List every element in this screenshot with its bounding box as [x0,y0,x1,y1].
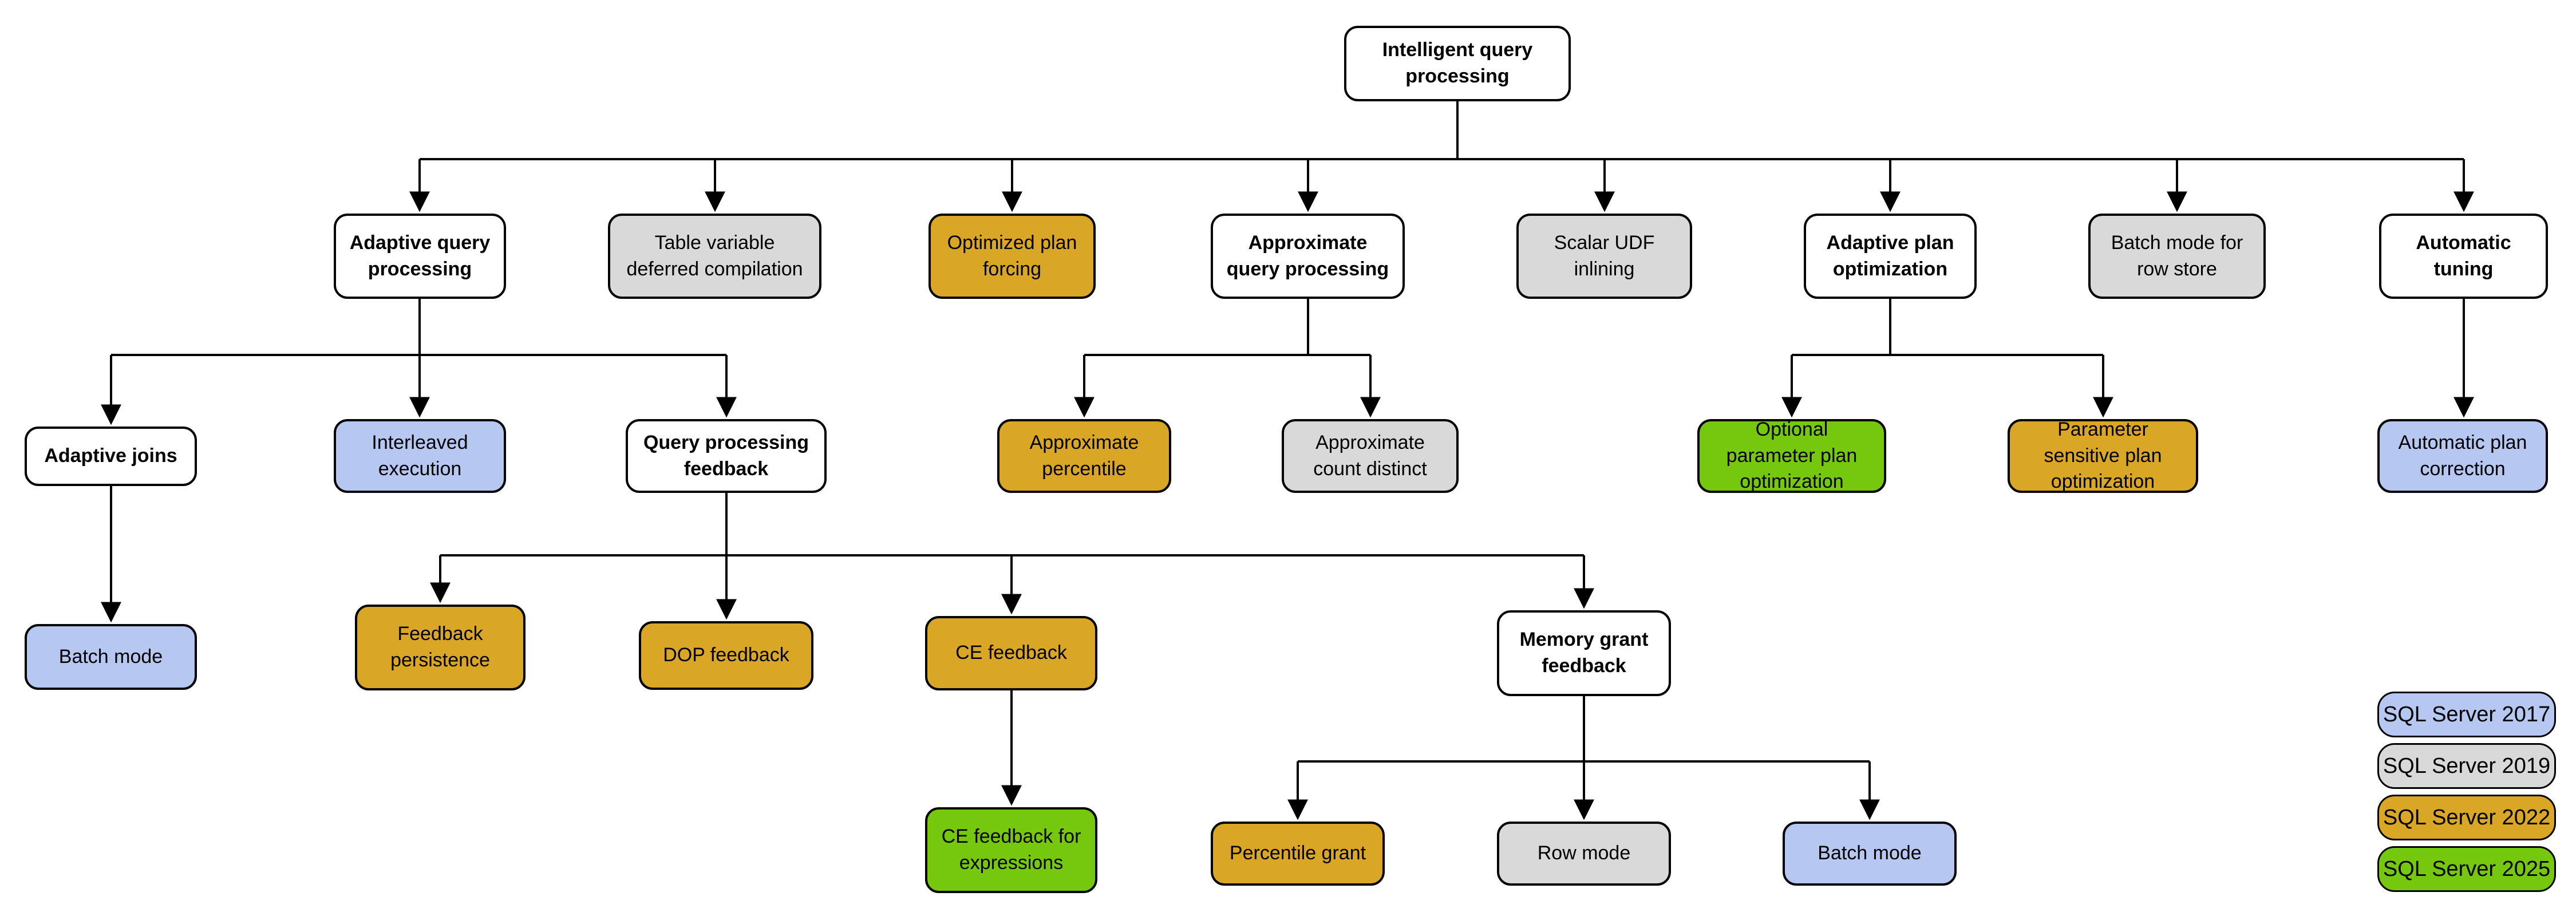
legend-sql-server-2017: SQL Server 2017 [2377,692,2556,737]
node-batch-mode-for-row-store: Batch mode for row store [2088,214,2266,299]
node-dop-feedback: DOP feedback [639,621,813,690]
node-ce-feedback: CE feedback [925,616,1097,690]
node-optimized-plan-forcing: Optimized plan forcing [929,214,1096,299]
node-batch-mode-adaptive-joins: Batch mode [25,624,197,690]
legend-sql-server-2025: SQL Server 2025 [2377,846,2556,892]
node-intelligent-query-processing: Intelligent query processing [1344,26,1571,101]
node-approximate-count-distinct: Approximate count distinct [1282,419,1459,493]
node-automatic-plan-correction: Automatic plan correction [2377,419,2548,493]
node-approximate-query-processing: Approximate query processing [1211,214,1405,299]
node-batch-mode-memory-grant: Batch mode [1783,822,1957,886]
node-interleaved-execution: Interleaved execution [334,419,506,493]
node-parameter-sensitive-plan-optimization: Parameter sensitive plan optimization [2008,418,2198,493]
legend-sql-server-2019: SQL Server 2019 [2377,743,2556,789]
node-row-mode: Row mode [1497,822,1671,886]
node-scalar-udf-inlining: Scalar UDF inlining [1516,214,1692,299]
node-approximate-percentile: Approximate percentile [997,419,1171,493]
node-percentile-grant: Percentile grant [1211,822,1385,886]
node-automatic-tuning: Automatic tuning [2379,214,2548,299]
node-adaptive-joins: Adaptive joins [25,427,197,486]
node-optional-parameter-plan-optimization: Optional parameter plan optimization [1697,418,1886,493]
node-table-variable-deferred-compilation: Table variable deferred compilation [608,214,821,299]
node-adaptive-query-processing: Adaptive query processing [334,214,506,299]
node-adaptive-plan-optimization: Adaptive plan optimization [1804,214,1977,299]
node-feedback-persistence: Feedback persistence [355,605,526,690]
node-query-processing-feedback: Query processing feedback [626,419,827,493]
legend-sql-server-2022: SQL Server 2022 [2377,795,2556,840]
node-ce-feedback-for-expressions: CE feedback for expressions [925,807,1097,893]
node-memory-grant-feedback: Memory grant feedback [1497,610,1671,696]
